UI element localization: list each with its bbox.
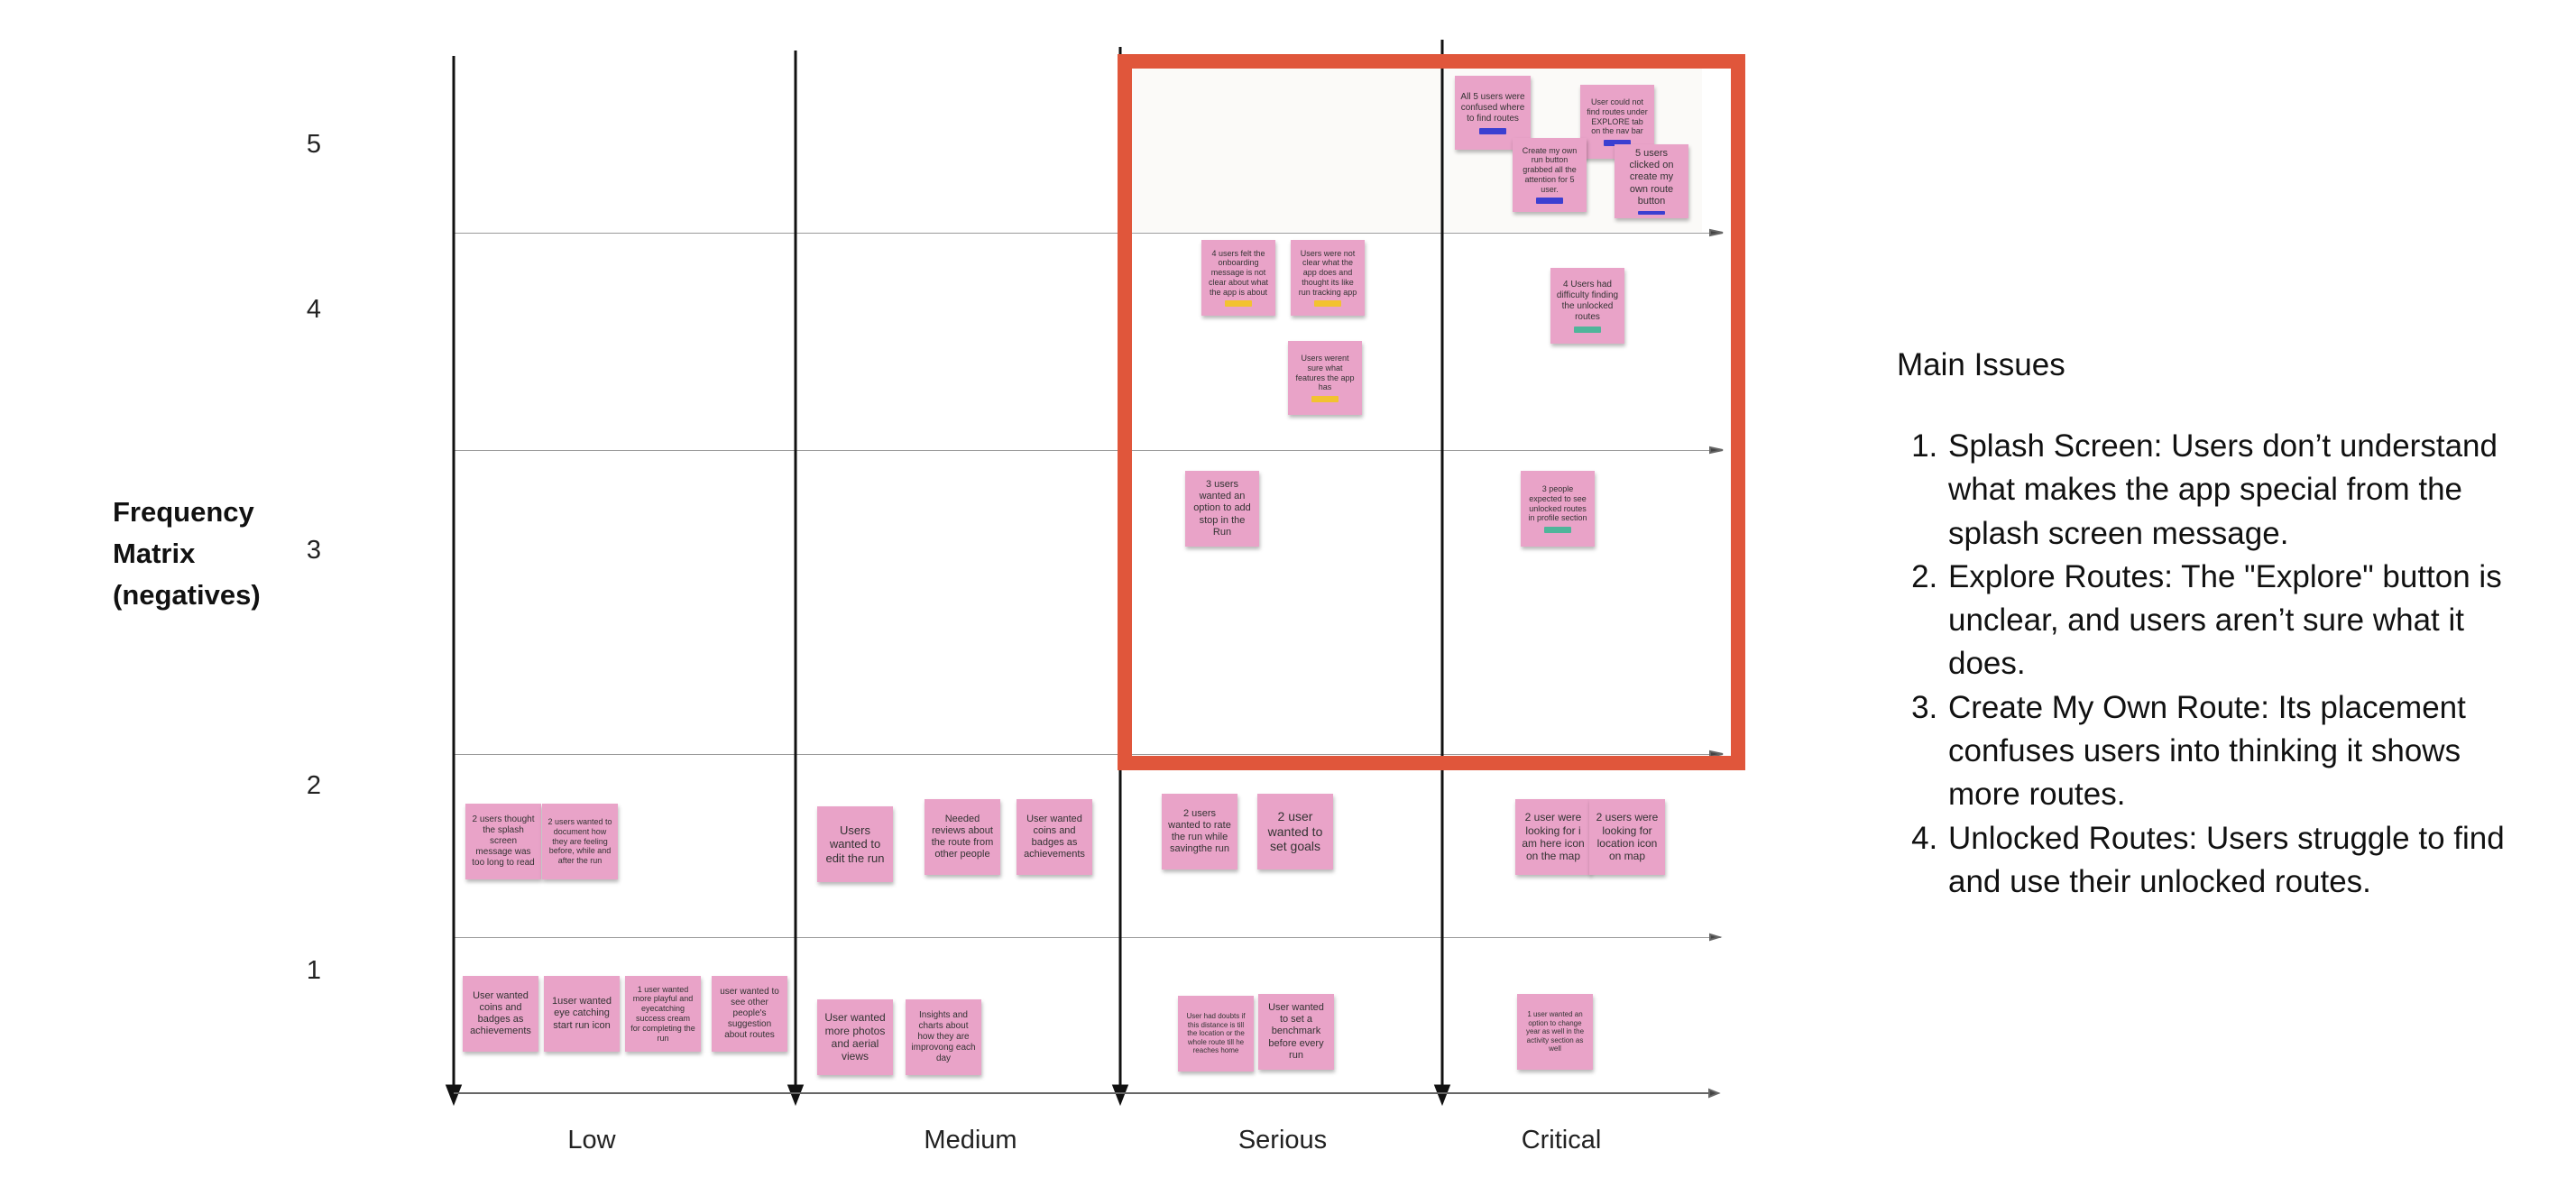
issue-item: Unlocked Routes: Users struggle to find …: [1946, 817, 2528, 905]
sticky-note[interactable]: Users werent sure what features the app …: [1288, 341, 1362, 415]
sticky-note[interactable]: 1user wanted eye catching start run icon: [544, 976, 620, 1052]
sticky-note[interactable]: User wanted more photos and aerial views: [817, 999, 893, 1075]
sticky-note[interactable]: 2 users thought the splash screen messag…: [465, 804, 541, 879]
arrow-right-icon: [1709, 933, 1723, 942]
grid-line-3-2: [454, 754, 1721, 755]
sticky-note-tag: [1225, 300, 1252, 308]
sticky-note[interactable]: 2 users were looking for location icon o…: [1589, 799, 1665, 875]
sticky-note-text: Needed reviews about the route from othe…: [931, 813, 994, 860]
sticky-note-text: user wanted to see other people's sugges…: [720, 987, 779, 1040]
sticky-note-text: User wanted to set a benchmark before ev…: [1268, 1002, 1324, 1061]
sticky-note[interactable]: 2 users wanted to rate the run while sav…: [1162, 794, 1237, 869]
sticky-note[interactable]: 3 users wanted an option to add stop in …: [1185, 471, 1259, 547]
sticky-note-text: 2 user were looking for i am here icon o…: [1522, 811, 1585, 863]
grid-line-4-3: [454, 450, 1721, 451]
sticky-note[interactable]: 1 user wanted more playful and eyecatchi…: [625, 976, 701, 1052]
issue-item: Create My Own Route: Its placement confu…: [1946, 686, 2528, 817]
row-label-5: 5: [306, 130, 322, 159]
sticky-note-tag: [1311, 396, 1339, 403]
sticky-note-text: 5 users clicked on create my own route b…: [1629, 148, 1674, 207]
column-label-low: Low: [567, 1126, 616, 1155]
sticky-note-text: 1 user wanted an option to change year a…: [1525, 1010, 1585, 1053]
sticky-note[interactable]: User wanted coins and badges as achievem…: [463, 976, 538, 1052]
grid-line-5-4: [454, 233, 1721, 234]
sticky-note-text: 4 Users had difficulty finding the unloc…: [1556, 279, 1619, 322]
sticky-note-tag: [1479, 127, 1506, 134]
sticky-note[interactable]: User had doubts if this distance is till…: [1178, 996, 1254, 1072]
sticky-note-text: Create my own run button grabbed all the…: [1522, 145, 1578, 194]
sticky-note[interactable]: 4 Users had difficulty finding the unloc…: [1550, 268, 1624, 344]
issue-item: Explore Routes: The "Explore" button is …: [1946, 556, 2528, 686]
sticky-note-text: 4 users felt the onboarding message is n…: [1208, 248, 1269, 297]
sticky-note[interactable]: User wanted to set a benchmark before ev…: [1258, 994, 1334, 1070]
row-label-4: 4: [306, 295, 322, 324]
row-label-2: 2: [306, 771, 322, 800]
sticky-note[interactable]: 4 users felt the onboarding message is n…: [1201, 240, 1275, 316]
sticky-note-tag: [1638, 210, 1665, 215]
critical-serious-highlight: [1118, 54, 1745, 770]
sticky-note-text: User wanted more photos and aerial views: [824, 1011, 886, 1063]
grid-line-2-1: [454, 937, 1721, 938]
sticky-note-text: 2 users were looking for location icon o…: [1596, 811, 1659, 863]
sticky-note[interactable]: 2 user were looking for i am here icon o…: [1515, 799, 1591, 875]
sticky-note[interactable]: Needed reviews about the route from othe…: [925, 799, 1000, 875]
sticky-note[interactable]: 3 people expected to see unlocked routes…: [1521, 471, 1595, 547]
sticky-note[interactable]: 1 user wanted an option to change year a…: [1517, 994, 1593, 1070]
sticky-note-text: 2 users wanted to document how they are …: [547, 817, 612, 866]
main-issues-panel: Main Issues Splash Screen: Users don’t u…: [1897, 347, 2528, 904]
sticky-note-tag: [1314, 300, 1341, 308]
sticky-note-text: 1user wanted eye catching start run icon: [551, 996, 612, 1031]
arrow-right-icon: [1709, 446, 1724, 455]
main-issues-list: Splash Screen: Users don’t understand wh…: [1897, 425, 2528, 904]
matrix-title: Frequency Matrix (negatives): [113, 496, 261, 611]
sticky-note-text: User could not find routes under EXPLORE…: [1587, 97, 1648, 136]
arrow-right-icon: [1709, 750, 1724, 759]
sticky-note[interactable]: 5 users clicked on create my own route b…: [1615, 144, 1688, 218]
sticky-note-text: Users wanted to edit the run: [825, 823, 885, 865]
row-label-1: 1: [306, 956, 322, 985]
sticky-note[interactable]: 2 users wanted to document how they are …: [542, 804, 618, 879]
sticky-note-text: All 5 users were confused where to find …: [1460, 91, 1525, 124]
sticky-note-text: 3 people expected to see unlocked routes…: [1528, 483, 1587, 523]
sticky-note-text: Insights and charts about how they are i…: [911, 1010, 976, 1063]
sticky-note[interactable]: Create my own run button grabbed all the…: [1513, 138, 1587, 212]
sticky-note-text: 1 user wanted more playful and eyecatchi…: [630, 984, 695, 1043]
sticky-note-text: 2 users wanted to rate the run while sav…: [1168, 807, 1231, 855]
sticky-note[interactable]: Users wanted to edit the run: [817, 806, 893, 882]
sticky-note-tag: [1544, 527, 1571, 534]
sticky-note-text: User had doubts if this distance is till…: [1186, 1012, 1246, 1055]
arrow-right-icon: [1708, 1088, 1721, 1099]
sticky-note-text: User wanted coins and badges as achievem…: [470, 989, 531, 1037]
column-label-medium: Medium: [924, 1126, 1017, 1155]
column-label-serious: Serious: [1237, 1126, 1328, 1155]
sticky-note-tag: [1604, 140, 1631, 147]
sticky-note[interactable]: User wanted coins and badges as achievem…: [1017, 799, 1092, 875]
sticky-note-text: 2 user wanted to set goals: [1267, 808, 1323, 854]
issue-item: Splash Screen: Users don’t understand wh…: [1946, 425, 2528, 556]
sticky-note-tag: [1536, 198, 1563, 205]
sticky-note[interactable]: user wanted to see other people's sugges…: [712, 976, 787, 1052]
sticky-note-text: Users werent sure what features the app …: [1295, 353, 1355, 392]
sticky-note[interactable]: Insights and charts about how they are i…: [906, 999, 981, 1075]
sticky-note[interactable]: 2 user wanted to set goals: [1257, 794, 1333, 869]
sticky-note-text: Users were not clear what the app does a…: [1298, 248, 1357, 297]
sticky-note[interactable]: All 5 users were confused where to find …: [1455, 76, 1531, 150]
sticky-note-text: 2 users thought the splash screen messag…: [472, 814, 535, 868]
arrow-right-icon: [1709, 228, 1724, 237]
main-issues-heading: Main Issues: [1897, 347, 2065, 382]
column-label-critical: Critical: [1521, 1126, 1602, 1155]
sticky-note[interactable]: Users were not clear what the app does a…: [1291, 240, 1365, 316]
sticky-note-tag: [1574, 326, 1601, 333]
sticky-note-text: 3 users wanted an option to add stop in …: [1193, 479, 1251, 538]
sticky-note-text: User wanted coins and badges as achievem…: [1024, 813, 1085, 860]
row-label-3: 3: [306, 536, 322, 565]
